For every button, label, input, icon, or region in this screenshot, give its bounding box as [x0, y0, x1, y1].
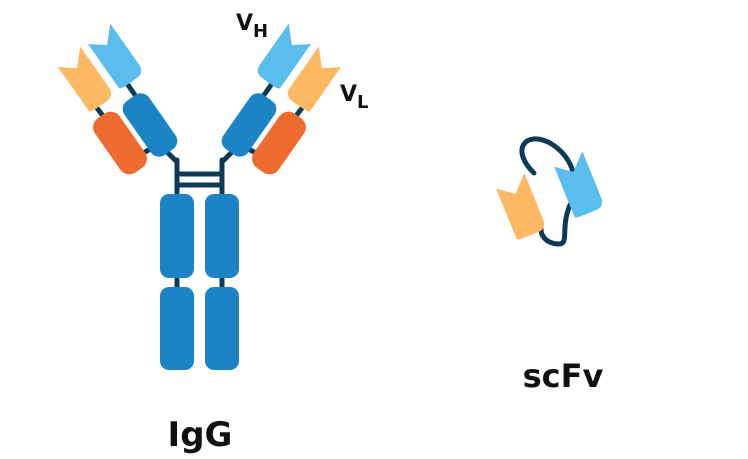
label-vh: VH: [236, 11, 268, 42]
light-chain-left: [93, 111, 147, 175]
scfv-heavy-variable-domain: [554, 151, 603, 218]
light-variable-domain-right: [287, 46, 342, 112]
heavy-variable-left: [87, 23, 142, 89]
label-vl-base: V: [340, 82, 357, 107]
label-igg: IgG: [168, 415, 233, 455]
light-variable-right: [287, 46, 342, 112]
heavy-constant-domain-left: [122, 93, 178, 157]
light-variable-left: [57, 46, 112, 112]
heavy-variable-domain-left: [87, 23, 142, 89]
scfv-light-variable-domain: [496, 173, 545, 240]
scfv-heavy-variable: [554, 151, 603, 218]
heavy-variable-domain-right: [257, 23, 312, 89]
light-constant-domain-right: [252, 111, 306, 175]
fc-block-left-upper: [160, 194, 194, 278]
scfv-fragment: [496, 136, 603, 247]
fab-left-arm: [122, 93, 178, 157]
light-constant-domain-left: [93, 111, 147, 175]
label-vl: VL: [340, 82, 369, 113]
igg-antibody: [57, 23, 342, 370]
fc-block-right-lower: [205, 287, 239, 370]
light-variable-domain-left: [57, 46, 112, 112]
heavy-constant-domain-right: [221, 93, 277, 157]
label-scfv: scFv: [523, 357, 604, 395]
scfv-light-variable: [496, 173, 545, 240]
label-vl-sub: L: [357, 92, 368, 113]
fc-block-left-lower: [160, 287, 194, 370]
fc-block-right-upper: [205, 194, 239, 278]
heavy-variable-right: [257, 23, 312, 89]
fab-right-arm: [221, 93, 277, 157]
label-vh-base: V: [236, 11, 253, 36]
label-vh-sub: H: [253, 21, 268, 42]
light-chain-right: [252, 111, 306, 175]
